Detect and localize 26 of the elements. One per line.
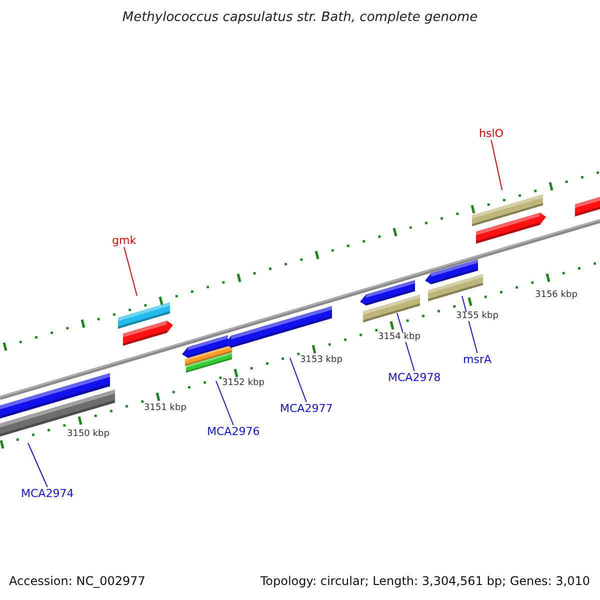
gene-label: MCA2978 <box>388 372 441 383</box>
leader-line <box>290 358 307 402</box>
gene-label: msrA <box>463 354 492 365</box>
gene-feature <box>118 302 170 329</box>
gene-feature <box>225 306 332 348</box>
leader-line <box>28 442 48 488</box>
scale-label: 3151 kbp <box>144 404 186 413</box>
gene-feature <box>428 274 483 302</box>
gene-feature <box>0 390 115 436</box>
gene-label: MCA2977 <box>280 403 333 414</box>
accession-text: Accession: NC_002977 <box>9 575 146 587</box>
gene-feature <box>186 352 232 373</box>
gene-label: MCA2974 <box>21 488 74 499</box>
scale-label: 3150 kbp <box>67 430 110 439</box>
leader-line <box>462 296 478 354</box>
gene-feature <box>363 294 420 322</box>
scale-label: 3156 kbp <box>535 291 578 300</box>
leader-line <box>490 140 502 190</box>
gene-feature <box>472 194 543 226</box>
genome-info-text: Topology: circular; Length: 3,304,561 bp; Genes: 3,010 <box>260 575 590 587</box>
title: Methylococcus capsulatus str. Bath, complete genome <box>121 11 479 24</box>
leader-line <box>396 312 415 372</box>
gene-label: hslO <box>479 128 504 139</box>
leader-line <box>216 380 234 426</box>
gene-label: gmk <box>112 235 136 246</box>
gene-label: MCA2976 <box>207 426 260 437</box>
